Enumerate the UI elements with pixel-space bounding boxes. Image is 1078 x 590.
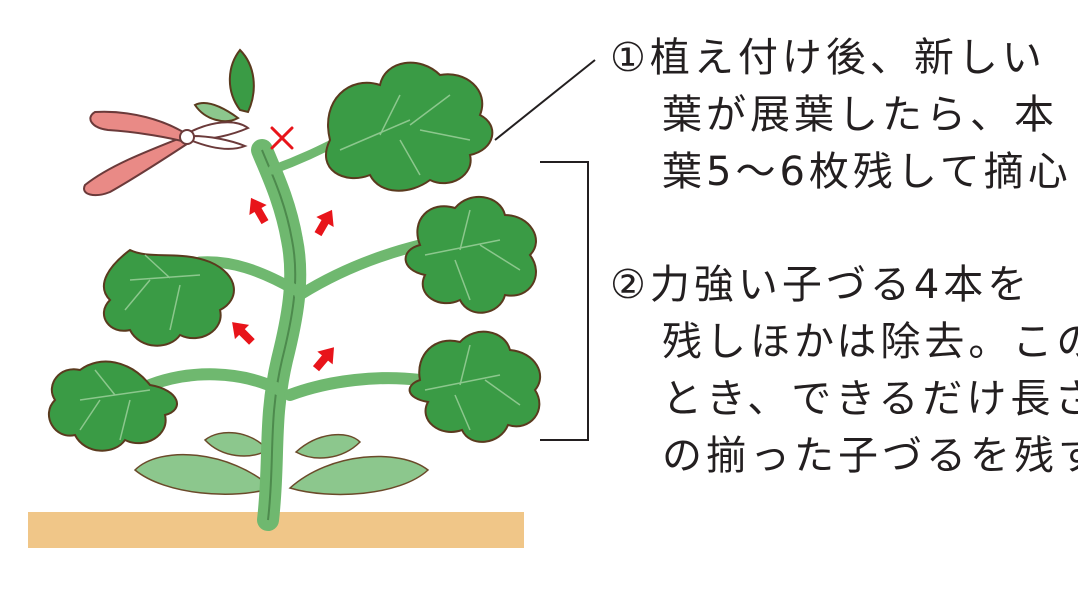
step-2-text: ②力強い子づる4本を 残しほかは除去。この とき、できるだけ長さ の揃った子づる… bbox=[610, 257, 1078, 485]
leaf-lower-left bbox=[48, 360, 178, 452]
watermelon-pruning-illustration bbox=[28, 48, 541, 548]
leaf-upper-right bbox=[404, 195, 537, 314]
leaf-upper-left bbox=[103, 248, 235, 347]
growth-arrows bbox=[232, 197, 334, 372]
step-1-line-1: ①植え付け後、新しい bbox=[610, 35, 1046, 81]
step-2-line-2: 残しほかは除去。この bbox=[662, 319, 1078, 365]
up-arrow-icon bbox=[232, 322, 255, 345]
leaf-veins bbox=[79, 94, 521, 441]
cross-mark-icon bbox=[270, 126, 294, 150]
callout-lines bbox=[494, 59, 596, 441]
cotyledon-leaves bbox=[133, 431, 430, 496]
step-2-line-4: の揃った子づるを残す bbox=[662, 433, 1078, 479]
leaf-bud bbox=[228, 48, 255, 114]
callout-bracket-step-2 bbox=[540, 161, 589, 441]
step-1-text: ①植え付け後、新しい 葉が展葉したら、本 葉5〜6枚残して摘心 bbox=[610, 30, 1070, 201]
up-arrow-icon bbox=[249, 197, 269, 225]
step-2-line-3: とき、できるだけ長さ bbox=[662, 376, 1078, 422]
leaf-lower-right bbox=[408, 330, 541, 443]
callout-line-step-1 bbox=[494, 59, 596, 141]
step-2-line-1: ②力強い子づる4本を bbox=[610, 262, 1032, 308]
leaf-top bbox=[325, 61, 494, 192]
up-arrow-icon bbox=[312, 347, 334, 372]
up-arrow-icon bbox=[314, 209, 334, 237]
pruning-shears-icon bbox=[83, 110, 250, 197]
step-1-line-3: 葉5〜6枚残して摘心 bbox=[662, 149, 1072, 195]
step-1-line-2: 葉が展葉したら、本 bbox=[662, 92, 1058, 138]
